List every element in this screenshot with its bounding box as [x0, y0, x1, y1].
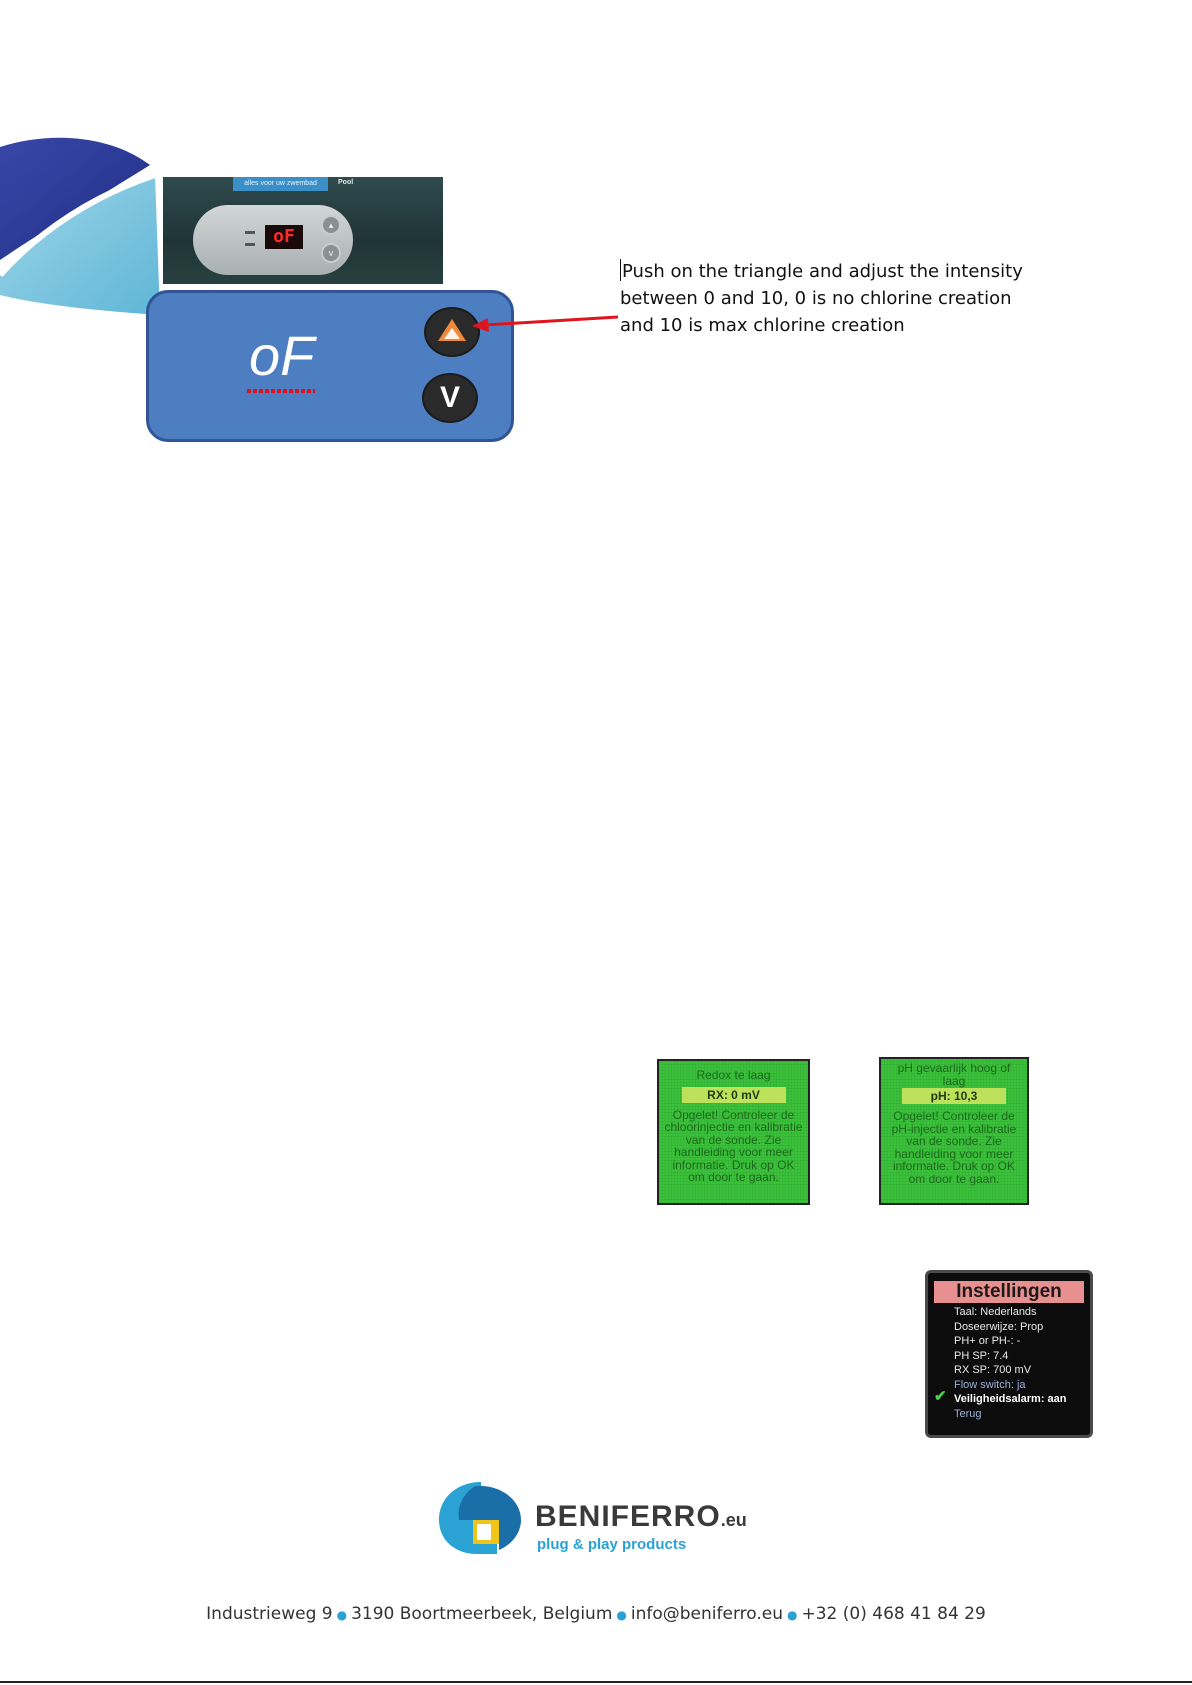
- text-cursor: [620, 259, 621, 281]
- up-button[interactable]: [424, 307, 480, 357]
- screen-message: Opgelet! Controleer de pH-injectie en ka…: [891, 1109, 1017, 1186]
- settings-item[interactable]: PH SP: 7.4: [954, 1349, 1009, 1362]
- spellcheck-underline: [247, 389, 315, 393]
- separator-dot-icon: ●: [336, 1608, 348, 1622]
- instruction-line: between 0 and 10, 0 is no chlorine creat…: [620, 288, 1012, 309]
- checkmark-icon: ✔: [934, 1388, 947, 1405]
- beniferro-logo: BENIFERRO.eu plug & play products: [437, 1480, 757, 1560]
- settings-back-item[interactable]: Terug: [954, 1407, 982, 1420]
- screen-title: pH gevaarlijk hoog of laag: [897, 1061, 1011, 1088]
- settings-item[interactable]: Flow switch: ja: [954, 1378, 1026, 1391]
- logo-tagline: plug & play products: [537, 1536, 687, 1553]
- photo-indicator: [245, 231, 255, 234]
- footer-email[interactable]: info@beniferro.eu: [630, 1604, 783, 1624]
- photo-control-panel: oF ▴ v: [193, 205, 353, 275]
- ph-alarm-screen: pH gevaarlijk hoog of laag pH: 10,3 Opge…: [879, 1057, 1029, 1205]
- device-photo: alles voor uw zwembad Pool oF ▴ v: [163, 177, 443, 284]
- photo-label: alles voor uw zwembad: [233, 177, 328, 191]
- instruction-line: Push on the triangle and adjust the inte…: [620, 259, 1023, 282]
- footer-street: Industrieweg 9: [206, 1604, 333, 1624]
- instruction-line: and 10 is max chlorine creation: [620, 315, 905, 336]
- triangle-up-icon-inner: [444, 328, 460, 339]
- logo-wordmark: BENIFERRO.eu: [535, 1500, 747, 1533]
- settings-item-selected[interactable]: ✔ Veiligheidsalarm: aan: [934, 1388, 1067, 1405]
- photo-indicator: [245, 243, 255, 246]
- screen-value: pH: 10,3: [902, 1088, 1006, 1104]
- settings-item[interactable]: Doseerwijze: Prop: [954, 1320, 1044, 1333]
- photo-brand: Pool: [338, 179, 354, 186]
- photo-led-display: oF: [265, 225, 303, 249]
- settings-item[interactable]: PH+ or PH-: -: [954, 1335, 1021, 1347]
- screen-title: Redox te laag: [696, 1068, 771, 1082]
- settings-screen: Instellingen Taal: Nederlands Doseerwijz…: [925, 1270, 1093, 1438]
- screen-value: RX: 0 mV: [681, 1086, 786, 1103]
- instruction-text: Push on the triangle and adjust the inte…: [620, 258, 1040, 339]
- red-arrow-icon: [472, 315, 619, 332]
- separator-dot-icon: ●: [616, 1608, 627, 1622]
- settings-item[interactable]: RX SP: 700 mV: [954, 1364, 1032, 1376]
- photo-down-button: v: [321, 243, 341, 263]
- down-button[interactable]: V: [422, 373, 478, 423]
- settings-title: Instellingen: [934, 1281, 1084, 1303]
- footer-city: 3190 Boortmeerbeek, Belgium: [351, 1604, 613, 1624]
- control-panel: oF V: [146, 290, 514, 442]
- photo-up-button: ▴: [321, 215, 341, 235]
- screen-message: Opgelet! Controleer de chloorinjectie en…: [664, 1107, 803, 1184]
- separator-dot-icon: ●: [787, 1608, 798, 1622]
- beniferro-logo-icon: [439, 1482, 521, 1554]
- panel-display: oF: [249, 324, 315, 387]
- settings-item[interactable]: Taal: Nederlands: [954, 1306, 1037, 1318]
- redox-alarm-screen: Redox te laag RX: 0 mV Opgelet! Controle…: [657, 1059, 810, 1205]
- page-bottom-border: [0, 1681, 1192, 1683]
- footer-phone: +32 (0) 468 41 84 29: [801, 1604, 986, 1624]
- down-button-label: V: [439, 381, 460, 414]
- footer-address: Industrieweg 9●3190 Boortmeerbeek, Belgi…: [0, 1604, 1192, 1624]
- wave-decoration: [0, 137, 160, 315]
